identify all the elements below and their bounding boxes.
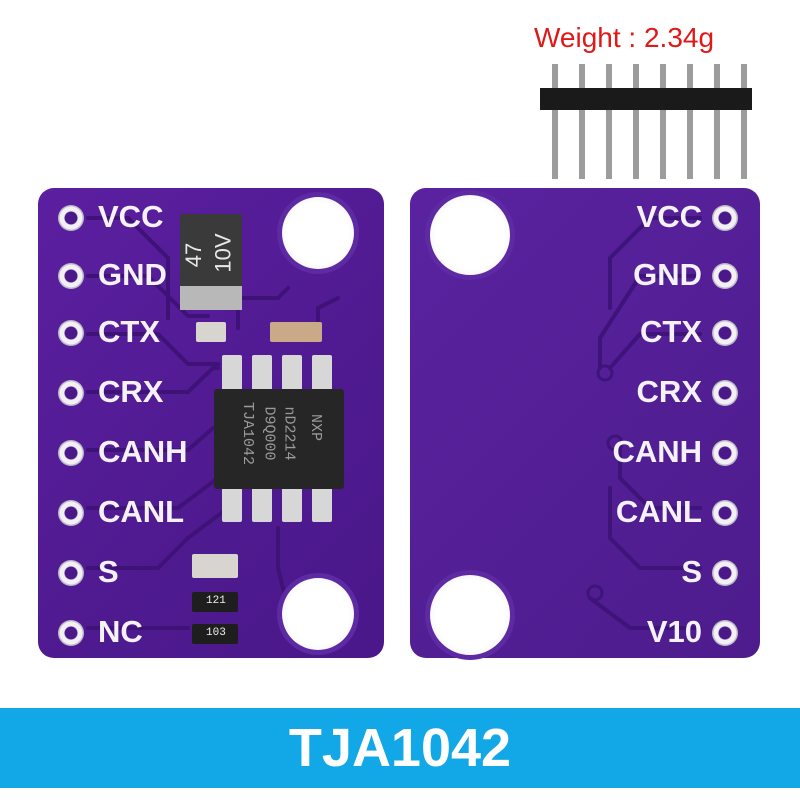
smd-component (196, 322, 226, 342)
smd-component (192, 554, 238, 578)
chip-marking-line: nD2214 (280, 406, 298, 461)
back-pin-pad (712, 440, 738, 466)
tantalum-capacitor: 47 10V (180, 214, 242, 310)
back-pin-label: CANL (615, 494, 702, 529)
tja1042-chip: NXP nD2214 D9Q000 TJA1042 (214, 389, 344, 489)
back-pin-pad (712, 380, 738, 406)
header-pin (687, 64, 693, 179)
header-pin (633, 64, 639, 179)
header-pin (552, 64, 558, 179)
front-pin-pad (58, 380, 84, 406)
resistor-code: 121 (206, 595, 226, 607)
mounting-hole-front-bottom (282, 578, 354, 650)
front-pin-pad (58, 620, 84, 646)
back-pin-label: GND (633, 257, 702, 292)
header-pin (606, 64, 612, 179)
front-pin-pad (58, 440, 84, 466)
back-pin-pad (712, 500, 738, 526)
back-pin-label: CTX (640, 314, 702, 349)
front-pin-label: VCC (98, 199, 164, 234)
mounting-hole-back-bottom (430, 575, 510, 655)
front-pin-pad (58, 560, 84, 586)
back-pin-pad (712, 263, 738, 289)
product-banner: TJA1042 (0, 708, 800, 788)
back-pin-label: CANH (612, 434, 702, 469)
front-pin-pad (58, 205, 84, 231)
resistor-121: 121 (192, 592, 238, 612)
header-pin (660, 64, 666, 179)
front-pin-label: NC (98, 614, 143, 649)
smd-component (270, 322, 322, 342)
back-pin-label: V10 (646, 614, 702, 649)
front-pin-label: S (98, 554, 119, 589)
front-pin-label: CTX (98, 314, 160, 349)
chip-marking-line: D9Q000 (260, 406, 278, 461)
front-pin-label: GND (98, 257, 167, 292)
back-pin-pad (712, 560, 738, 586)
front-pin-pad (58, 320, 84, 346)
pin-header-image (540, 64, 752, 179)
header-pin (714, 64, 720, 179)
back-pin-label: CRX (636, 374, 702, 409)
front-pin-label: CRX (98, 374, 164, 409)
front-pin-pad (58, 500, 84, 526)
chip-marking-line: TJA1042 (239, 401, 257, 466)
mounting-hole-back-top (430, 195, 510, 275)
back-pin-pad (712, 620, 738, 646)
back-pin-label: VCC (636, 199, 702, 234)
resistor-103: 103 (192, 624, 238, 644)
weight-label: Weight : 2.34g (534, 22, 715, 53)
back-pin-label: S (681, 554, 702, 589)
front-pin-label: CANL (98, 494, 185, 529)
back-traces (586, 216, 702, 630)
capacitor-band (180, 286, 242, 310)
chip-marking-line: NXP (307, 413, 325, 442)
capacitor-value: 47 (181, 242, 207, 268)
product-name: TJA1042 (288, 718, 512, 778)
back-pin-pad (712, 320, 738, 346)
front-pin-pad (58, 263, 84, 289)
header-pin (741, 64, 747, 179)
header-pin (579, 64, 585, 179)
front-pin-label: CANH (98, 434, 188, 469)
back-pin-pad (712, 205, 738, 231)
capacitor-voltage: 10V (210, 233, 236, 273)
front-traces (86, 216, 340, 630)
mounting-hole-front-top (282, 197, 354, 269)
resistor-code: 103 (206, 627, 226, 639)
